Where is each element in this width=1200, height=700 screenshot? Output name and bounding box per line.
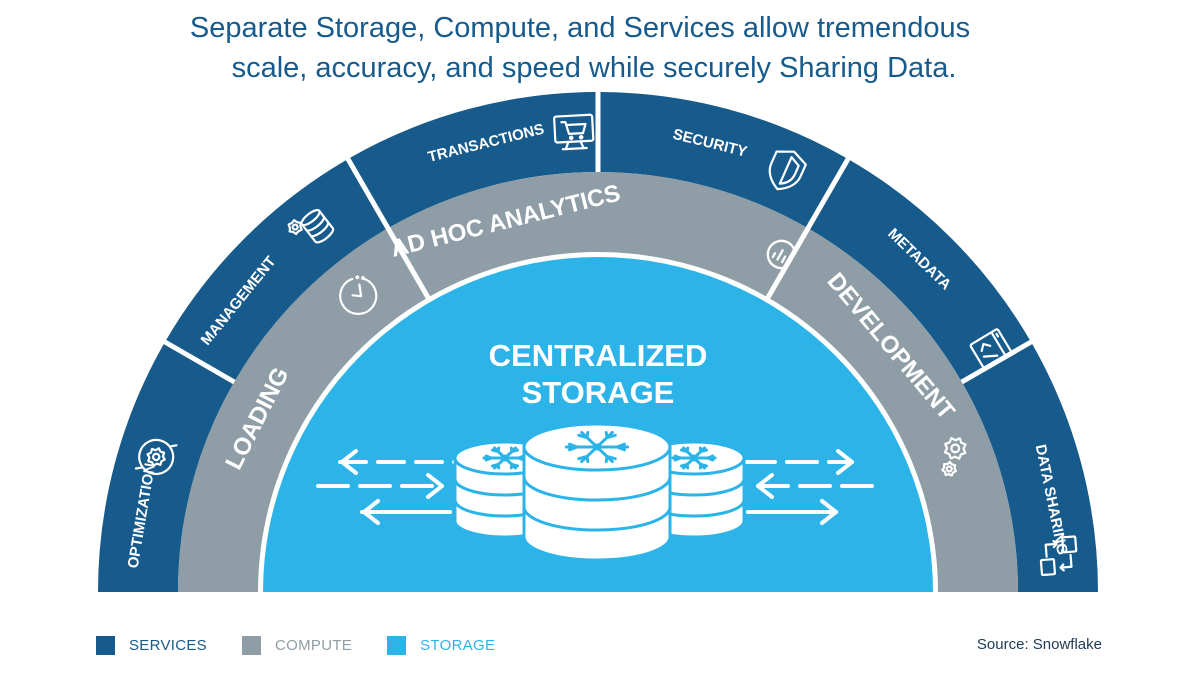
compute-segment-shape <box>390 172 806 297</box>
services-segment-shape <box>166 160 386 380</box>
snowflake-icon <box>671 446 717 470</box>
legend-label-services: SERVICES <box>129 637 207 654</box>
compute-segment-ad-hoc-analytics: AD HOC ANALYTICS <box>388 172 806 297</box>
snowflake-icon <box>564 430 630 464</box>
database-cylinder-center <box>522 422 672 562</box>
title-line-1: Separate Storage, Compute, and Services … <box>189 12 971 44</box>
services-segment-optimization: OPTIMIZATION <box>98 344 234 592</box>
page-title: Separate Storage, Compute, and Services … <box>0 8 1160 88</box>
right-arrow-top <box>743 449 854 475</box>
left-arrow-middle <box>316 473 444 499</box>
timer-icon <box>339 275 378 315</box>
source-credit: Source: Snowflake <box>976 636 1102 653</box>
services-segment-data-sharing: DATA SHARING <box>962 344 1098 592</box>
gear-cycle-icon <box>134 438 178 476</box>
storage-title-line-2: STORAGE <box>522 375 675 410</box>
legend-label-compute: COMPUTE <box>275 637 353 654</box>
storage-title-line-1: CENTRALIZED <box>489 338 708 373</box>
services-segment-shape <box>350 92 596 228</box>
shield-icon <box>768 150 807 191</box>
legend-swatch-services <box>96 636 115 655</box>
right-arrow-bottom <box>746 499 838 525</box>
legend: SERVICES COMPUTE STORAGE <box>96 636 530 655</box>
database-gear-icon <box>287 209 335 244</box>
legend-item-storage: STORAGE <box>387 636 495 655</box>
services-segment-shape <box>98 344 234 592</box>
services-segment-security: SECURITY <box>600 92 846 228</box>
title-line-2: scale, accuracy, and speed while securel… <box>231 52 957 84</box>
shopping-cart-monitor-icon <box>553 113 595 151</box>
left-arrow-top <box>338 449 457 475</box>
storage-core: CENTRALIZED STORAGE <box>263 257 933 592</box>
compute-segment-shape <box>770 229 1018 592</box>
share-arrows-icon <box>1039 535 1078 577</box>
services-segment-shape <box>962 344 1098 592</box>
legend-label-storage: STORAGE <box>420 637 496 654</box>
services-segment-transactions: TRANSACTIONS <box>350 92 596 228</box>
left-arrow-bottom <box>360 499 452 525</box>
snowflake-database-icon <box>453 422 746 562</box>
gears-icon <box>941 437 967 477</box>
data-flow-arrows <box>316 449 884 525</box>
right-arrow-middle <box>756 473 884 499</box>
services-segment-shape <box>600 92 846 228</box>
compute-segment-shape <box>178 229 426 592</box>
legend-item-services: SERVICES <box>96 636 207 655</box>
legend-swatch-storage <box>387 636 407 655</box>
legend-swatch-compute <box>242 636 261 655</box>
services-segment-shape <box>810 160 1030 380</box>
services-segment-metadata: METADATA <box>810 160 1030 380</box>
compute-segment-loading: LOADING <box>178 229 426 592</box>
legend-item-compute: COMPUTE <box>242 636 352 655</box>
